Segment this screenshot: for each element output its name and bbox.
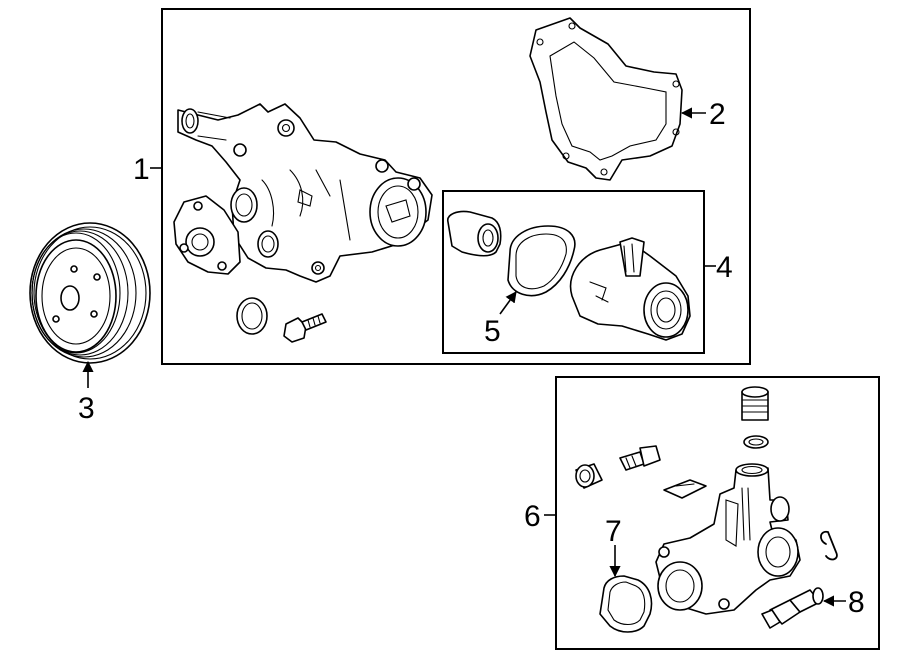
pump-cover-part — [173, 195, 241, 275]
fitting-part — [741, 386, 769, 421]
callout-4: 4 — [716, 251, 733, 284]
sleeve-part — [575, 463, 603, 489]
pump-bolt-part — [283, 313, 327, 343]
plug-bolt-part — [619, 445, 661, 471]
callout-5: 5 — [484, 315, 501, 348]
leader-line-5 — [499, 291, 517, 315]
temperature-sensor-part — [761, 587, 824, 629]
water-pump-group-box — [161, 8, 751, 365]
thermostat-group-box — [442, 190, 705, 354]
callout-7: 7 — [605, 515, 622, 548]
pulley-part — [29, 222, 151, 364]
thermostat-plug-part — [447, 210, 502, 257]
callout-6: 6 — [524, 500, 541, 533]
thermostat-seal-part — [507, 225, 576, 297]
pump-oring-part — [236, 297, 268, 335]
small-oring-part — [743, 435, 769, 449]
callout-3: 3 — [78, 392, 95, 425]
callout-2: 2 — [709, 98, 726, 131]
callout-1: 1 — [133, 153, 150, 186]
retainer-clip-part — [820, 530, 838, 561]
thermostat-housing-part — [569, 237, 691, 341]
clip-part — [663, 479, 707, 499]
outlet-housing-group-box — [555, 376, 880, 650]
callout-8: 8 — [848, 586, 865, 619]
water-pump-housing-part — [177, 103, 433, 283]
housing-gasket-part — [599, 575, 653, 633]
outlet-housing-part — [655, 463, 801, 615]
pump-gasket-part — [529, 17, 683, 181]
